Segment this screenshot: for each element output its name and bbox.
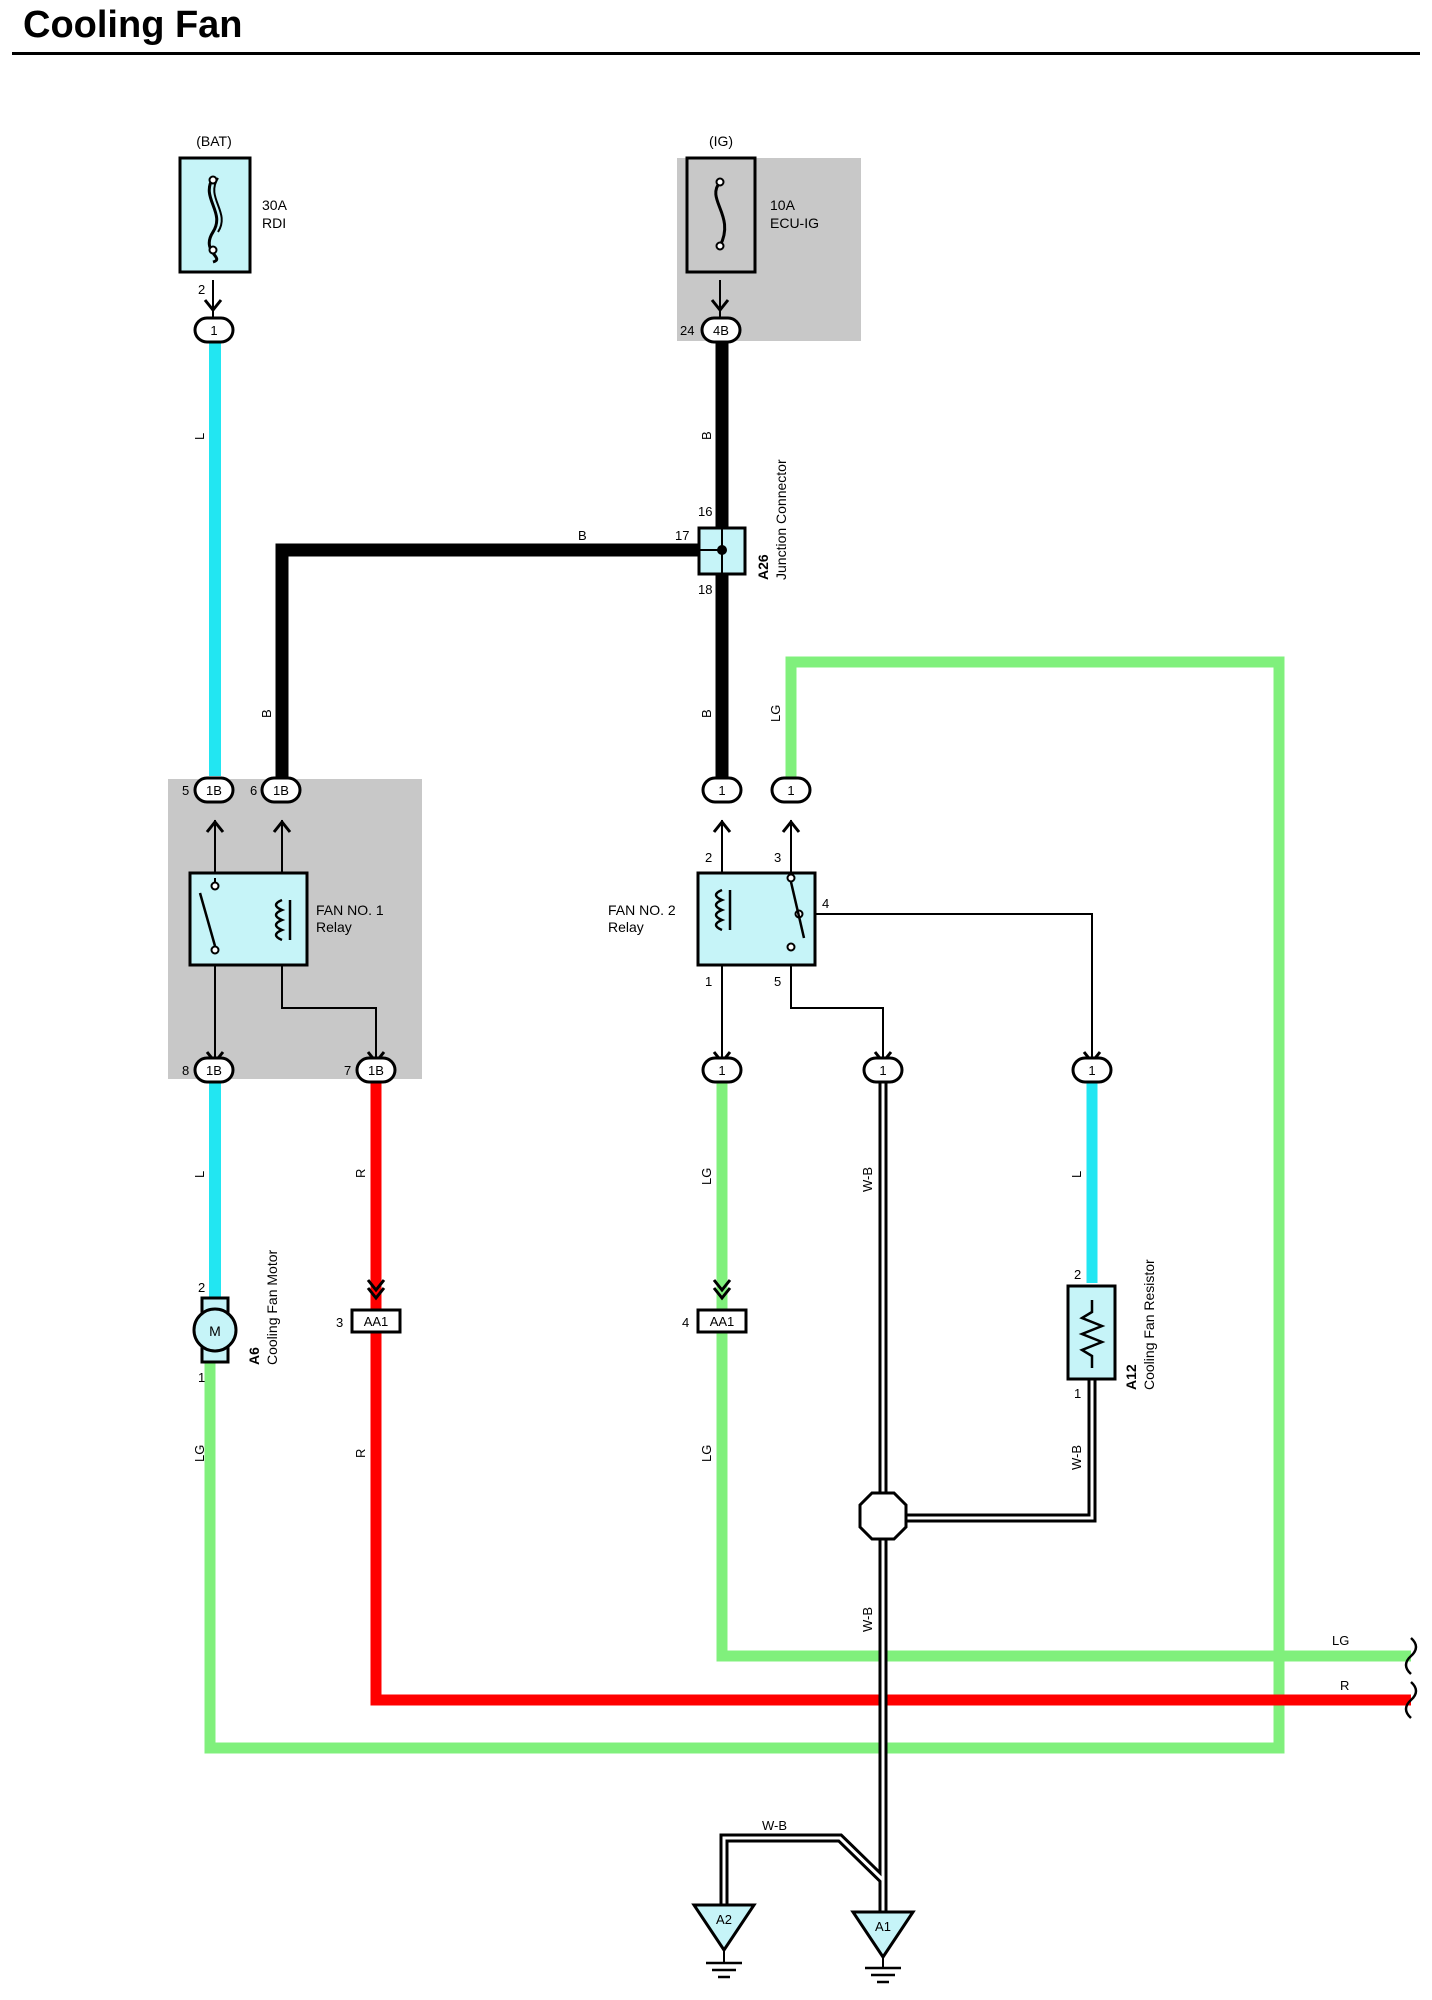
wire-label-wb-upper: W-B xyxy=(860,1167,875,1192)
aa1-connectors xyxy=(350,1308,748,1334)
wire-label-lg-motor: LG xyxy=(192,1445,207,1462)
wire-label-b-horizontal: B xyxy=(578,528,587,543)
wire-label-r-right: R xyxy=(1340,1678,1349,1693)
conn-r2-b3-label: 1 xyxy=(1088,1063,1095,1078)
fan-no1-relay xyxy=(188,871,309,967)
fuse-rdi-name: RDI xyxy=(262,215,286,231)
relay2-name: FAN NO. 2 xyxy=(608,902,676,918)
pin-aa1-3: 3 xyxy=(336,1315,343,1330)
wire-break-marks xyxy=(1404,1637,1418,1719)
wire-label-wb-ground: W-B xyxy=(762,1818,787,1833)
ground-a2 xyxy=(691,1903,757,1979)
wire-label-l-resistor: L xyxy=(1069,1171,1084,1178)
wire-label-r-upper: R xyxy=(353,1169,368,1178)
pin-junction-17: 17 xyxy=(675,528,689,543)
conn-r1-bl-label: 1B xyxy=(206,1063,222,1078)
pin-fuse-rdi: 2 xyxy=(198,282,205,297)
conn-r1-tr-label: 1B xyxy=(273,783,289,798)
pin-resistor-2: 2 xyxy=(1074,1267,1081,1282)
wire-label-lg-upper: LG xyxy=(699,1168,714,1185)
wire-label-b-top: B xyxy=(699,431,714,440)
pin-relay2-3: 3 xyxy=(774,850,781,865)
conn-ecu-label: 4B xyxy=(713,323,729,338)
pin-relay2-1: 1 xyxy=(705,974,712,989)
conn-r2-tr-label: 1 xyxy=(787,783,794,798)
bat-label: (BAT) xyxy=(196,133,232,149)
pin-relay1-6: 6 xyxy=(250,783,257,798)
wire-label-b-relay1: B xyxy=(259,709,274,718)
pin-motor-2: 2 xyxy=(198,1280,205,1295)
pin-relay2-4: 4 xyxy=(822,896,829,911)
ground-a1-label: A1 xyxy=(875,1919,891,1934)
relay-thin-wires xyxy=(212,280,1093,1062)
wire-label-lg-top: LG xyxy=(768,705,783,722)
pin-resistor-1: 1 xyxy=(1074,1386,1081,1401)
wire-label-r-lower: R xyxy=(353,1449,368,1458)
wire-label-wb-resistor: W-B xyxy=(1069,1445,1084,1470)
pin-fuse-ecu: 24 xyxy=(680,323,694,338)
wire-lg-relay2-to-output xyxy=(716,1082,1411,1662)
fan-no2-relay xyxy=(696,871,817,967)
cooling-fan-motor xyxy=(192,1296,238,1364)
conn-r2-b1-label: 1 xyxy=(718,1063,725,1078)
relay1-sub: Relay xyxy=(316,919,352,935)
pin-relay1-7: 7 xyxy=(344,1063,351,1078)
wb-splice-point xyxy=(858,1491,908,1541)
wire-label-b-bottom: B xyxy=(699,709,714,718)
fuse-rdi xyxy=(178,156,252,274)
pin-relay1-8: 8 xyxy=(182,1063,189,1078)
wire-b-junction-to-relay1 xyxy=(275,543,698,777)
junction-name: Junction Connector xyxy=(773,459,789,580)
pin-relay2-5: 5 xyxy=(774,974,781,989)
conn-r1-br-label: 1B xyxy=(368,1063,384,1078)
relay2-sub: Relay xyxy=(608,919,644,935)
wire-label-lg-right: LG xyxy=(1332,1633,1349,1648)
junction-code: A26 xyxy=(755,554,771,580)
wire-r-relay1-to-output xyxy=(370,1082,1411,1706)
conn-r2-b2-label: 1 xyxy=(879,1063,886,1078)
connector-ovals xyxy=(193,316,1113,1084)
ig-label: (IG) xyxy=(709,133,733,149)
junction-connector-a26 xyxy=(697,526,747,576)
aa1-right-label: AA1 xyxy=(710,1314,735,1329)
connector-arrows xyxy=(203,299,1102,1301)
fuse-rdi-rating: 30A xyxy=(262,197,288,213)
cooling-fan-resistor xyxy=(1066,1284,1117,1381)
wire-wb-group xyxy=(719,1082,1097,1912)
wire-label-lg-lower: LG xyxy=(699,1445,714,1462)
pin-aa1-4: 4 xyxy=(682,1315,689,1330)
wire-label-l-top: L xyxy=(192,433,207,440)
conn-r1-tl-label: 1B xyxy=(206,783,222,798)
title-underline xyxy=(12,52,1420,55)
aa1-left-label: AA1 xyxy=(364,1314,389,1329)
wire-label-l-motor: L xyxy=(192,1171,207,1178)
pin-relay1-5: 5 xyxy=(182,783,189,798)
ground-a1 xyxy=(850,1910,916,1984)
ecu-ig-fuse-box xyxy=(677,158,861,341)
pin-relay2-2: 2 xyxy=(705,850,712,865)
fuse-ecu-ig xyxy=(685,156,757,274)
pin-junction-18: 18 xyxy=(698,582,712,597)
pin-motor-1: 1 xyxy=(198,1370,205,1385)
wire-lg-relay2-loop xyxy=(204,656,1285,1754)
relay1-name: FAN NO. 1 xyxy=(316,902,384,918)
resistor-name: Cooling Fan Resistor xyxy=(1141,1259,1157,1390)
page-title: Cooling Fan xyxy=(23,4,243,46)
conn-rdi-label: 1 xyxy=(210,323,217,338)
conn-r2-tl-label: 1 xyxy=(718,783,725,798)
ground-a2-label: A2 xyxy=(716,1912,732,1927)
fuse-ecu-name: ECU-IG xyxy=(770,215,819,231)
pin-junction-16: 16 xyxy=(698,504,712,519)
fuse-ecu-rating: 10A xyxy=(770,197,796,213)
wire-label-wb-lower: W-B xyxy=(860,1607,875,1632)
motor-name: Cooling Fan Motor xyxy=(264,1249,280,1365)
resistor-code: A12 xyxy=(1123,1364,1139,1390)
motor-symbol: M xyxy=(209,1323,221,1339)
motor-code: A6 xyxy=(246,1347,262,1365)
